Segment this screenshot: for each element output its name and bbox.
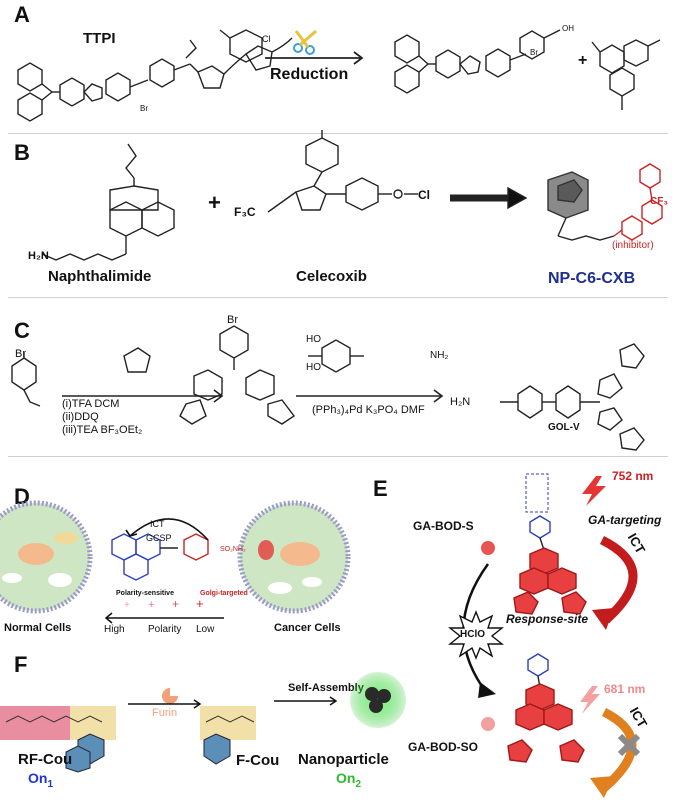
nm681-label: 681 nm (604, 682, 646, 696)
br-label-a2: Br (530, 48, 538, 57)
condition-3: (iii)TEA BF₃OEt₂ (62, 424, 143, 436)
lightning-icon-681 (580, 686, 600, 714)
on1-text: On (28, 770, 48, 786)
pink-dot (481, 717, 495, 731)
scissors-icon (293, 29, 317, 55)
separator-ab (8, 133, 668, 134)
np-c6-cxb-label: NP-C6-CXB (548, 270, 636, 287)
cf3-label: CF₃ (650, 196, 668, 207)
svg-text:+: + (148, 599, 154, 611)
br-label-c2: Br (227, 314, 238, 326)
low-label: Low (196, 624, 215, 635)
gol-v-label: GOL-V (548, 422, 580, 433)
condition-2: (ii)DDQ (62, 411, 99, 423)
normal-cell-illustration (0, 500, 93, 614)
on1-sub: 1 (47, 778, 54, 790)
h2n-label-b: H₂N (28, 250, 49, 262)
self-assembly-arrow (274, 696, 338, 706)
svg-text:+: + (196, 596, 204, 611)
polarity-arrow: + + + + (104, 596, 224, 624)
furin-arrow (128, 699, 202, 709)
naphthalimide-label: Naphthalimide (48, 268, 152, 285)
separator-bc (8, 297, 668, 298)
polarity-sensitive-label: Polarity-sensitive (116, 590, 174, 597)
oh-label-a: OH (562, 24, 574, 33)
ga-targeting-label: GA-targeting (588, 513, 662, 527)
panel-f-letter: F (14, 652, 28, 677)
cl-label-b: Cl (418, 188, 430, 202)
cancer-cells-label: Cancer Cells (274, 622, 341, 634)
ga-bod-s-structure (513, 473, 587, 615)
ttpi-label: TTPI (83, 30, 116, 47)
red-dot-1 (481, 541, 495, 555)
hclo-starburst (448, 610, 504, 660)
separator-cd (8, 456, 668, 457)
on2-label: On2 (336, 770, 361, 790)
gcsp-label: GCSP (146, 533, 172, 543)
polarity-label: Polarity (148, 624, 182, 635)
golgi-targeted-label: Golgi-targeted (200, 590, 248, 597)
nanoparticle-label: Nanoparticle (298, 751, 389, 768)
ga-bod-s-label: GA-BOD-S (413, 519, 474, 533)
rf-cou-label: RF-Cou (18, 751, 73, 768)
celecoxib-label: Celecoxib (296, 268, 367, 285)
bodipy-synthesis (11, 325, 645, 451)
panel-b-letter: B (14, 140, 30, 165)
panel-c-letter: C (14, 318, 30, 343)
ttpi-structure (17, 29, 661, 122)
f-cou-illustration (200, 706, 256, 765)
response-site-label: Response-site (506, 612, 589, 626)
h2n-label-c: H₂N (450, 396, 471, 408)
reduction-label: Reduction (270, 66, 349, 83)
ho-label-2: HO (306, 362, 321, 373)
br-label-a: Br (140, 104, 148, 113)
cancer-cell-illustration (237, 500, 351, 614)
normal-cells-label: Normal Cells (4, 622, 72, 634)
svg-text:+: + (172, 597, 179, 611)
ict-curve-1 (592, 535, 638, 630)
panel-a-letter: A (14, 2, 30, 27)
high-label: High (104, 624, 125, 635)
rf-cou-illustration (0, 706, 116, 773)
cl-label-a: Cl (262, 34, 271, 44)
svg-text:+: + (124, 600, 130, 611)
ict-loop-arrow (125, 518, 209, 541)
br-label-c1: Br (15, 348, 26, 360)
on1-label: On1 (28, 770, 53, 790)
condition-1: (i)TFA DCM (62, 398, 120, 410)
ict-label-d: ICT (150, 519, 165, 529)
f3c-label: F₃C (234, 205, 256, 219)
furin-icon (162, 688, 178, 704)
conditions-c2: (PPh₃)₄Pd K₃PO₄ DMF (312, 404, 425, 416)
nm752-label: 752 nm (612, 469, 654, 483)
probe-structure-d (111, 533, 209, 581)
furin-label: Furin (152, 707, 178, 719)
nh2-d: SO₂NH₂ (220, 546, 246, 553)
nh2-label: NH₂ (430, 350, 449, 361)
inhibitor-label: (inhibitor) (612, 240, 654, 251)
ga-bod-so-structure (507, 653, 585, 763)
plus-a: + (578, 52, 588, 69)
on2-text: On (336, 770, 356, 786)
panel-e-letter: E (373, 476, 388, 501)
conditions-c1: (i)TFA DCM (ii)DDQ (iii)TEA BF₃OEt₂ (62, 398, 142, 437)
ict-curve-2 (590, 707, 641, 798)
on2-sub: 2 (355, 778, 362, 790)
self-assembly-label: Self-Assembly (288, 682, 364, 694)
np-c6-cxb-structure (547, 163, 663, 241)
naphthalimide-structure (41, 130, 528, 261)
nanoparticle-illustration (350, 672, 406, 728)
ga-bod-so-label: GA-BOD-SO (408, 740, 478, 754)
lightning-icon-752 (582, 476, 606, 506)
plus-b: + (208, 190, 221, 215)
ho-label-1: HO (306, 334, 321, 345)
hclo-label: HClO (460, 629, 485, 640)
f-cou-label: F-Cou (236, 752, 280, 769)
